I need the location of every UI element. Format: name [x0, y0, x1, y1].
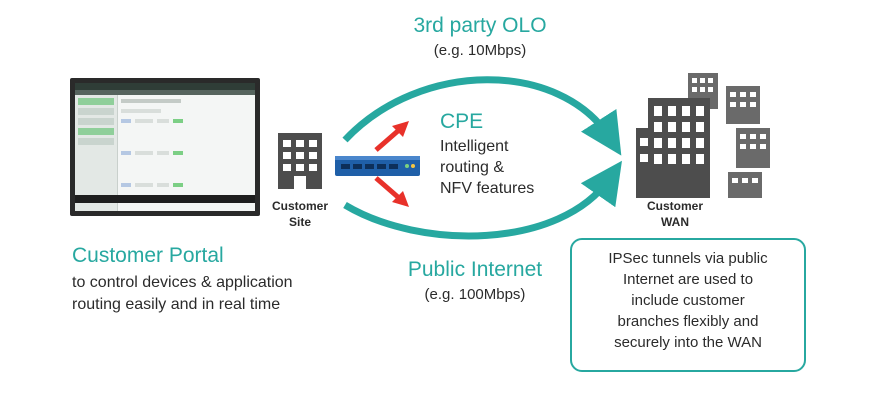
bottom-arc-arrow — [343, 160, 623, 240]
wan-note-line: Internet are used to — [622, 271, 754, 288]
customer-wan-label: Customer WAN — [630, 198, 720, 230]
wan-note-line: securely into the WAN — [614, 334, 762, 351]
cpe-line: Intelligent — [440, 138, 509, 155]
customer-wan-buildings-icon — [636, 73, 770, 198]
customer-wan-line: Customer — [646, 199, 703, 213]
red-arrow-up — [374, 121, 409, 152]
cpe-title: CPE — [440, 110, 484, 133]
customer-wan-line: WAN — [661, 215, 689, 229]
wan-note-line: IPSec tunnels via public — [608, 250, 768, 267]
portal-screenshot — [70, 78, 260, 224]
cpe-line: NFV features — [440, 180, 535, 197]
customer-portal-line: to control devices & application — [72, 274, 293, 291]
red-arrow-down — [374, 176, 409, 207]
top-link-subtitle: (e.g. 10Mbps) — [433, 42, 527, 59]
customer-site-building-icon — [278, 133, 322, 189]
customer-portal-label: Customer Portal to control devices & app… — [72, 244, 372, 316]
cpe-router-icon — [335, 156, 420, 176]
customer-portal-title: Customer Portal — [72, 244, 224, 267]
wan-note-line: branches flexibly and — [617, 313, 759, 330]
top-link-title: 3rd party OLO — [413, 14, 547, 37]
top-arc-arrow — [342, 76, 622, 156]
customer-site-line: Site — [288, 215, 311, 229]
cpe-label: CPE Intelligent routing & NFV features — [440, 110, 590, 199]
cpe-line: routing & — [440, 159, 505, 176]
bottom-link-title: Public Internet — [407, 258, 543, 281]
customer-site-line: Customer — [271, 199, 328, 213]
bottom-link-subtitle: (e.g. 100Mbps) — [424, 286, 526, 303]
top-link-label: 3rd party OLO (e.g. 10Mbps) — [360, 14, 600, 59]
customer-site-label: Customer Site — [252, 198, 348, 230]
bottom-link-label: Public Internet (e.g. 100Mbps) — [355, 258, 595, 303]
wan-note-box: IPSec tunnels via public Internet are us… — [570, 238, 806, 372]
wan-note-line: include customer — [631, 292, 745, 309]
customer-portal-line: routing easily and in real time — [72, 296, 281, 313]
